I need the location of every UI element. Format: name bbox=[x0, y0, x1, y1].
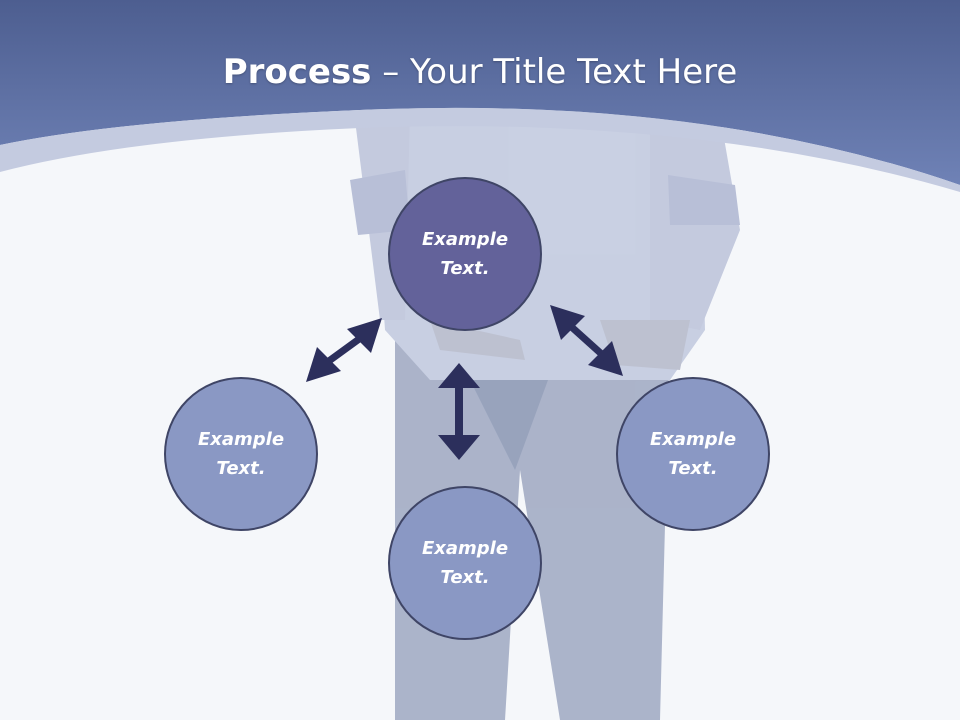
center-node: Example Text. bbox=[388, 177, 542, 331]
right-node: Example Text. bbox=[616, 377, 770, 531]
title-bold: Process bbox=[222, 52, 372, 92]
arrow-center-right bbox=[550, 305, 623, 376]
arrow-center-left bbox=[306, 318, 382, 382]
left-node-text: Example Text. bbox=[197, 429, 285, 479]
slide-title: Process – Your Title Text Here bbox=[0, 52, 960, 92]
header-arc bbox=[0, 107, 960, 192]
center-node-text: Example Text. bbox=[421, 229, 509, 279]
header-band bbox=[0, 0, 960, 185]
title-rest: – Your Title Text Here bbox=[371, 52, 738, 92]
right-node-text: Example Text. bbox=[649, 429, 737, 479]
bottom-node-text: Example Text. bbox=[421, 538, 509, 588]
arrow-center-bottom bbox=[438, 363, 480, 460]
bottom-node: Example Text. bbox=[388, 486, 542, 640]
left-node: Example Text. bbox=[164, 377, 318, 531]
